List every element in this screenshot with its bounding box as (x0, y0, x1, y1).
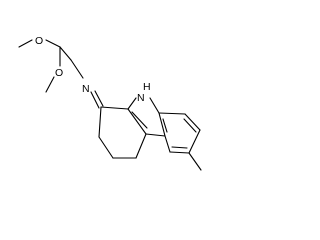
imine-nitrogen-label: N (82, 83, 90, 95)
bond-c8-c7 (184, 113, 201, 131)
bond-c4a-c4b (145, 133, 166, 137)
bond-c7-c6 (188, 129, 201, 154)
bond-c2-c3 (98, 136, 114, 159)
bond-c8a-c4b-inner (162, 118, 168, 133)
bond-c4b-c8a (158, 112, 166, 137)
bond-c8-c7-second (183, 118, 197, 133)
bond-n-imine-c1 (90, 91, 100, 109)
bond-c6-c5 (169, 151, 190, 154)
atom-labels: O O N N H (35, 35, 151, 104)
bond-c6-c5-second (171, 146, 188, 149)
bond-c9a-c4a-second (131, 111, 148, 129)
bond-c1-c9a (100, 106, 129, 110)
bond-lines (18, 39, 202, 171)
bond-o-upper-acetal (45, 39, 61, 48)
bond-ch2-n-imine (70, 59, 84, 79)
ring-nitrogen-hydrogen-label: H (143, 81, 151, 93)
oxygen-label-lower: O (55, 67, 63, 79)
bond-c8a-c8 (158, 112, 186, 115)
bond-c4-c4a (135, 133, 147, 159)
bond-c9a-n-ring (127, 97, 137, 110)
bond-methyl-o-upper (18, 39, 33, 48)
ring-nitrogen-label: N (137, 92, 145, 104)
bond-c9a-c4a (127, 108, 147, 135)
oxygen-label-upper: O (35, 35, 43, 47)
bond-c1-c2 (98, 106, 102, 138)
chemical-structure-diagram: O O N N H (18, 35, 202, 171)
bond-o-lower-methyl (45, 76, 55, 93)
bond-n-imine-c1-second (94, 90, 104, 107)
bond-c6-methyl (188, 152, 202, 171)
bond-c5-c4b (164, 135, 171, 153)
bond-n-ring-c8a (149, 97, 160, 114)
bond-acetal-ch2 (59, 46, 72, 61)
